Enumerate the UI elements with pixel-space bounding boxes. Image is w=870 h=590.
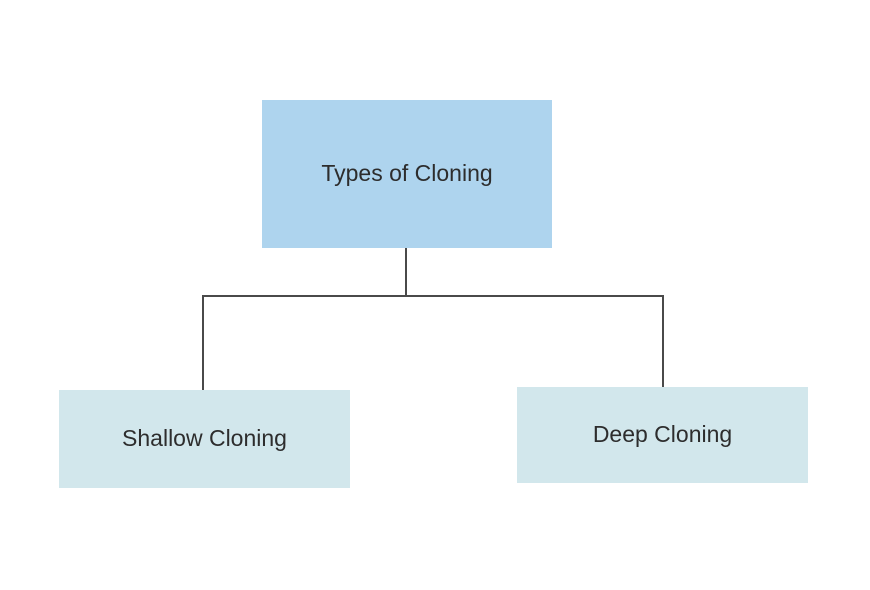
node-types-of-cloning: Types of Cloning [262,100,552,248]
connector-left-drop [202,295,204,390]
node-deep-cloning: Deep Cloning [517,387,808,483]
connector-right-drop [662,295,664,387]
node-types-of-cloning-label: Types of Cloning [321,160,493,187]
node-shallow-cloning: Shallow Cloning [59,390,350,488]
connector-root-stub [405,248,407,296]
connector-horizontal-bar [202,295,664,297]
node-shallow-cloning-label: Shallow Cloning [122,425,287,452]
node-deep-cloning-label: Deep Cloning [592,421,733,448]
